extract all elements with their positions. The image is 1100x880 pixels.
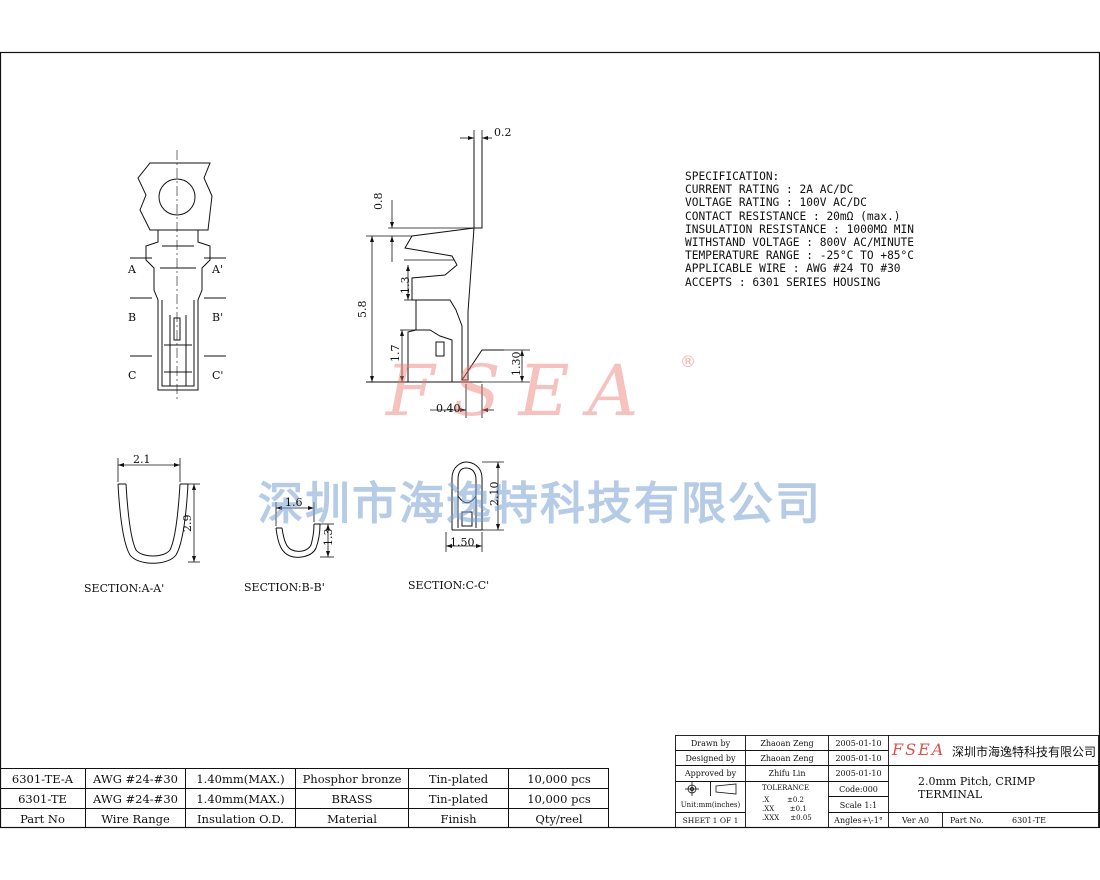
approved-by-label: Approved by	[684, 769, 737, 778]
spec-line: CURRENT RATING : 2A AC/DC	[685, 183, 854, 197]
table-cell: AWG #24-#30	[93, 772, 178, 786]
part-no-label: Part No.	[950, 816, 984, 825]
units-label: Unit:mm(inches)	[680, 801, 741, 809]
section-a-view	[117, 483, 189, 564]
approved-date: 2005-01-10	[835, 769, 882, 778]
sheet-border	[0, 51, 1100, 829]
marker-c-prime: C'	[212, 369, 224, 382]
dim-total-height: 5.8	[356, 300, 369, 319]
dim-bottom-width: 0.40	[436, 402, 461, 415]
approved-by-name: Zhifu Lin	[768, 769, 806, 778]
terminal-side-view	[366, 140, 504, 383]
table-cell: 10,000 pcs	[527, 792, 591, 806]
tolerance-xx: .XX ±0.1	[762, 805, 807, 813]
spec-line: VOLTAGE RATING : 100V AC/DC	[685, 196, 867, 210]
section-label-a: SECTION:A-A'	[84, 582, 165, 595]
dim-sec-b-width: 1.6	[285, 496, 303, 509]
dim-top-thickness: 0.2	[494, 126, 512, 139]
table-cell: 1.40mm(MAX.)	[196, 772, 285, 786]
part-no-value: 6301-TE	[1012, 816, 1046, 825]
dim-sec-b-height: 1.3	[322, 528, 335, 547]
spec-line: TEMPERATURE RANGE : -25°C TO +85°C	[685, 249, 915, 263]
marker-a-prime: A'	[212, 263, 223, 276]
watermark-registered-mark: ®	[680, 352, 696, 371]
marker-c: C	[128, 369, 137, 382]
scale-label: Scale 1:1	[839, 801, 878, 810]
dim-lower-height: 1.7	[389, 344, 402, 363]
dim-mid-height: 1.3	[399, 276, 412, 295]
marker-b-prime: B'	[212, 311, 224, 324]
dim-right-height: 1.30	[510, 351, 523, 377]
table-cell: Tin-plated	[428, 792, 489, 806]
table-header: Insulation O.D.	[197, 812, 284, 826]
drawn-by-name: Zhaoan Zeng	[760, 739, 814, 748]
spec-line: CONTACT RESISTANCE : 20mΩ (max.)	[685, 209, 901, 223]
tolerance-x: .X ±0.2	[762, 796, 805, 804]
table-cell: 10,000 pcs	[527, 772, 591, 786]
table-cell: Tin-plated	[428, 772, 489, 786]
version-label: Ver A0	[901, 816, 929, 825]
tolerance-xxx: .XXX ±0.05	[762, 814, 812, 822]
section-label-c: SECTION:C-C'	[408, 579, 490, 592]
side-view-arrows	[370, 136, 524, 412]
company-name: 深圳市海逸特科技有限公司	[952, 745, 1097, 759]
designed-date: 2005-01-10	[835, 754, 882, 763]
drawing-title-line1: 2.0mm Pitch, CRIMP	[918, 775, 1036, 788]
specification-heading: SPECIFICATION:	[685, 170, 780, 183]
angles-label: Angles+\-1°	[834, 816, 883, 825]
dim-sec-a-height: 2.9	[181, 514, 194, 533]
spec-line: INSULATION RESISTANCE : 1000MΩ MIN	[685, 222, 915, 236]
table-header: Wire Range	[101, 812, 170, 826]
section-label-b: SECTION:B-B'	[244, 581, 325, 594]
title-block-grid	[675, 735, 1099, 828]
table-cell: AWG #24-#30	[93, 792, 178, 806]
designed-by-label: Designed by	[685, 754, 736, 763]
spec-line: ACCEPTS : 6301 SERIES HOUSING	[685, 275, 881, 289]
dim-sec-c-height: 2.10	[488, 481, 501, 507]
marker-a: A	[128, 263, 136, 276]
table-cell: 6301-TE-A	[11, 772, 74, 786]
drawn-by-label: Drawn by	[690, 739, 731, 748]
sheet-label: SHEET 1 OF 1	[682, 816, 739, 825]
watermark-company-name: 深圳市海逸特科技有限公司	[258, 477, 823, 530]
marker-b: B	[128, 311, 137, 324]
drawn-date: 2005-01-10	[835, 739, 882, 748]
dim-sec-a-width: 2.1	[133, 453, 151, 466]
table-header: Part No	[20, 812, 65, 826]
terminal-front-view	[137, 162, 213, 391]
section-b-view	[275, 523, 321, 558]
section-lines	[130, 150, 226, 400]
specification-block: SPECIFICATION: CURRENT RATING : 2A AC/DC…	[685, 170, 914, 289]
table-cell: 1.40mm(MAX.)	[196, 792, 285, 806]
section-a-dimensions	[117, 458, 200, 563]
section-c-view	[451, 461, 483, 531]
table-cell: BRASS	[331, 792, 373, 806]
tolerance-heading: TOLERANCE	[762, 784, 810, 792]
dim-sec-c-width: 1.50	[450, 536, 475, 549]
projection-symbol-icon	[685, 782, 737, 796]
dim-tab-height: 0.8	[372, 192, 385, 211]
spec-line: APPLICABLE WIRE : AWG #24 TO #30	[685, 262, 901, 276]
table-cell: 6301-TE	[18, 792, 67, 806]
table-header: Qty/reel	[535, 812, 583, 826]
drawing-title-line2: TERMINAL	[918, 788, 983, 801]
watermark-logo: FSEA	[386, 350, 657, 432]
parts-table-grid	[0, 768, 609, 828]
designed-by-name: Zhaoan Zeng	[760, 754, 814, 763]
spec-line: WITHSTAND VOLTAGE : 800V AC/MINUTE	[685, 236, 915, 250]
company-logo: FSEA	[892, 740, 946, 759]
table-header: Finish	[440, 812, 477, 826]
table-cell: Phosphor bronze	[302, 772, 402, 786]
code-label: Code:000	[839, 785, 878, 794]
table-header: Material	[327, 812, 377, 826]
